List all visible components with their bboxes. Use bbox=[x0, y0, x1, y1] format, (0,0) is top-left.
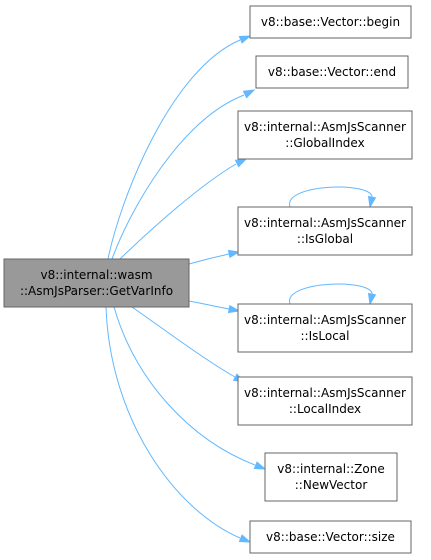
self-loop-isglobal bbox=[289, 186, 373, 208]
edge-to-localindex bbox=[131, 306, 236, 378]
callee-node-end-label-line-1: v8::base::Vector::end bbox=[268, 65, 396, 79]
edge-arrow-end bbox=[242, 89, 256, 99]
callee-node-globalindex-label-line-1: v8::internal::AsmJsScanner bbox=[244, 120, 406, 134]
callee-node-islocal-box[interactable] bbox=[237, 303, 413, 353]
callee-node-size-label-line-1: v8::base::Vector::size bbox=[266, 530, 395, 544]
callee-node-begin[interactable]: v8::base::Vector::begin bbox=[249, 5, 412, 39]
callee-node-size[interactable]: v8::base::Vector::size bbox=[249, 520, 412, 554]
edge-arrow-islocal bbox=[227, 304, 241, 314]
call-edges bbox=[105, 35, 377, 543]
edge-to-islocal bbox=[188, 300, 230, 310]
edge-arrow-globalindex bbox=[234, 158, 248, 168]
callee-node-islocal-label-line-1: v8::internal::AsmJsScanner bbox=[244, 313, 406, 327]
callee-node-begin-box[interactable] bbox=[249, 5, 412, 39]
edge-arrow-isglobal bbox=[227, 249, 241, 259]
edge-to-globalindex bbox=[119, 163, 237, 260]
callee-node-newvector[interactable]: v8::internal::Zone::NewVector bbox=[264, 452, 398, 502]
callee-node-newvector-label-line-1: v8::internal::Zone bbox=[277, 462, 385, 476]
callee-node-size-box[interactable] bbox=[249, 520, 412, 554]
callee-node-localindex[interactable]: v8::internal::AsmJsScanner::LocalIndex bbox=[237, 376, 413, 426]
edge-to-newvector bbox=[113, 306, 256, 466]
callee-node-begin-label-line-1: v8::base::Vector::begin bbox=[261, 15, 400, 29]
root-node-getvarinfo[interactable]: v8::internal::wasm::AsmJsParser::GetVarI… bbox=[3, 258, 190, 308]
callee-node-localindex-label-line-2: ::LocalIndex bbox=[289, 402, 361, 416]
edge-to-begin bbox=[107, 39, 241, 260]
self-loop-islocal bbox=[289, 283, 373, 305]
callee-node-end[interactable]: v8::base::Vector::end bbox=[255, 55, 409, 89]
callee-node-globalindex-box[interactable] bbox=[237, 110, 413, 160]
self-loop-arrow-isglobal bbox=[367, 195, 377, 209]
callee-node-isglobal-label-line-1: v8::internal::AsmJsScanner bbox=[244, 216, 406, 230]
callee-node-globalindex-label-line-2: ::GlobalIndex bbox=[285, 136, 364, 150]
callee-node-islocal-label-line-2: ::IsLocal bbox=[301, 329, 350, 343]
edge-to-isglobal bbox=[188, 253, 230, 265]
callee-node-localindex-box[interactable] bbox=[237, 376, 413, 426]
callee-node-end-box[interactable] bbox=[255, 55, 409, 89]
root-node-getvarinfo-label-line-1: v8::internal::wasm bbox=[40, 268, 152, 282]
edge-arrow-newvector bbox=[253, 461, 267, 470]
edge-to-size bbox=[105, 306, 241, 539]
root-node-getvarinfo-box[interactable] bbox=[3, 258, 190, 308]
callee-node-globalindex[interactable]: v8::internal::AsmJsScanner::GlobalIndex bbox=[237, 110, 413, 160]
callee-node-localindex-label-line-1: v8::internal::AsmJsScanner bbox=[244, 386, 406, 400]
callee-node-isglobal[interactable]: v8::internal::AsmJsScanner::IsGlobal bbox=[237, 206, 413, 256]
graph-nodes: v8::internal::wasm::AsmJsParser::GetVarI… bbox=[3, 5, 413, 554]
root-node-getvarinfo-label-line-2: ::AsmJsParser::GetVarInfo bbox=[20, 284, 173, 298]
edge-arrow-begin bbox=[238, 35, 252, 44]
callee-node-islocal[interactable]: v8::internal::AsmJsScanner::IsLocal bbox=[237, 303, 413, 353]
edge-to-end bbox=[111, 94, 245, 260]
callee-node-isglobal-box[interactable] bbox=[237, 206, 413, 256]
callee-node-isglobal-label-line-2: ::IsGlobal bbox=[297, 232, 353, 246]
callee-node-newvector-label-line-2: ::NewVector bbox=[295, 478, 368, 492]
callee-node-newvector-box[interactable] bbox=[264, 452, 398, 502]
self-loop-arrow-islocal bbox=[367, 292, 377, 306]
edge-arrow-size bbox=[238, 534, 252, 543]
